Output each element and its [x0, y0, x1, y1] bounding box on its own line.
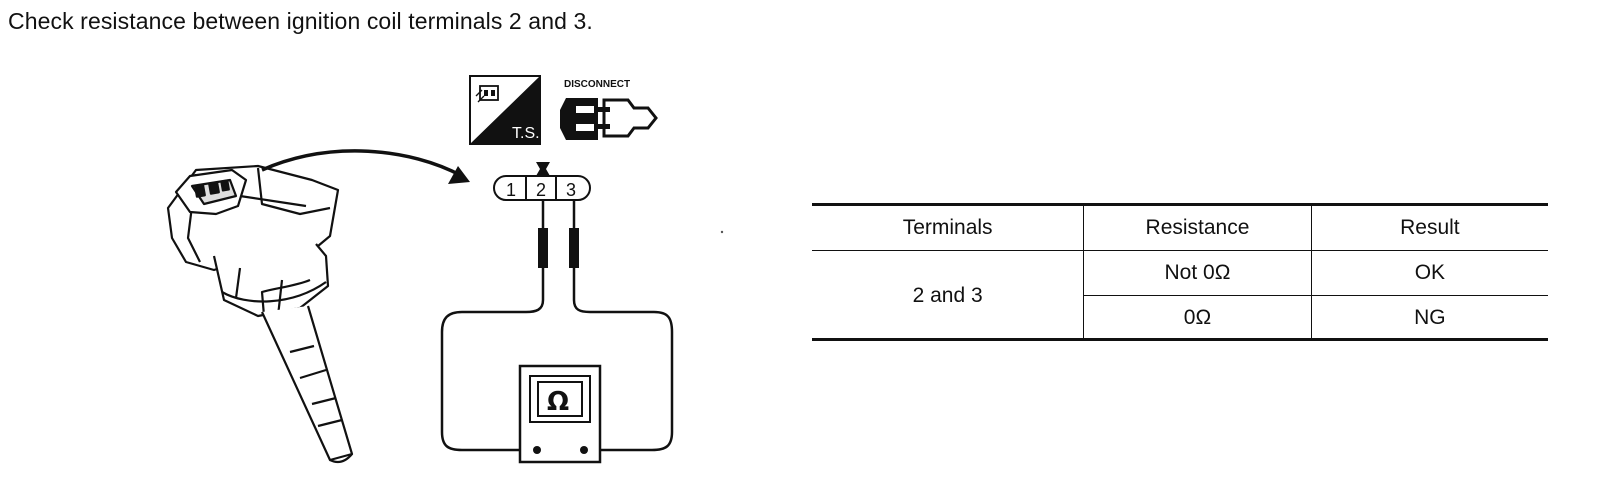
terminal-1-label: 1 — [506, 180, 516, 200]
resistance-cell: 0Ω — [1083, 295, 1312, 341]
table-header-row: Terminals Resistance Result — [812, 205, 1548, 252]
table-row: 0Ω NG — [812, 295, 1548, 341]
tester-icon: T.S. — [469, 75, 541, 145]
ignition-coil — [166, 164, 354, 464]
table-top-rule — [812, 203, 1548, 206]
disconnect-connector-icon: DISCONNECT — [560, 79, 658, 140]
result-cell: OK — [1310, 250, 1548, 296]
resistance-result-table: Terminals Resistance Result 2 and 3 Not … — [812, 205, 1548, 341]
terminal-connector: 1 2 3 — [493, 162, 591, 201]
result-cell: NG — [1310, 295, 1548, 341]
ts-label: T.S. — [512, 125, 540, 142]
header-resistance: Resistance — [1083, 205, 1312, 252]
coil-resistance-diagram: T.S. DISCONNECT 1 2 3 Ω — [166, 75, 724, 464]
disconnect-label: DISCONNECT — [564, 79, 630, 90]
table-row: 2 and 3 Not 0Ω OK — [812, 250, 1548, 307]
terminal-2-label: 2 — [536, 180, 546, 200]
resistance-cell: Not 0Ω — [1083, 250, 1312, 296]
terminal-3-label: 3 — [566, 180, 576, 200]
meter-symbol: Ω — [547, 387, 569, 417]
table-bottom-rule — [812, 338, 1548, 341]
pointer-arrow — [261, 149, 470, 184]
terminals-cell: 2 and 3 — [912, 284, 983, 308]
probe-leads — [440, 200, 674, 452]
stray-mark — [720, 230, 724, 234]
header-result: Result — [1310, 205, 1548, 252]
instruction-heading: Check resistance between ignition coil t… — [8, 8, 593, 34]
header-terminals: Terminals — [812, 205, 1084, 252]
ohmmeter-icon: Ω — [518, 364, 602, 464]
